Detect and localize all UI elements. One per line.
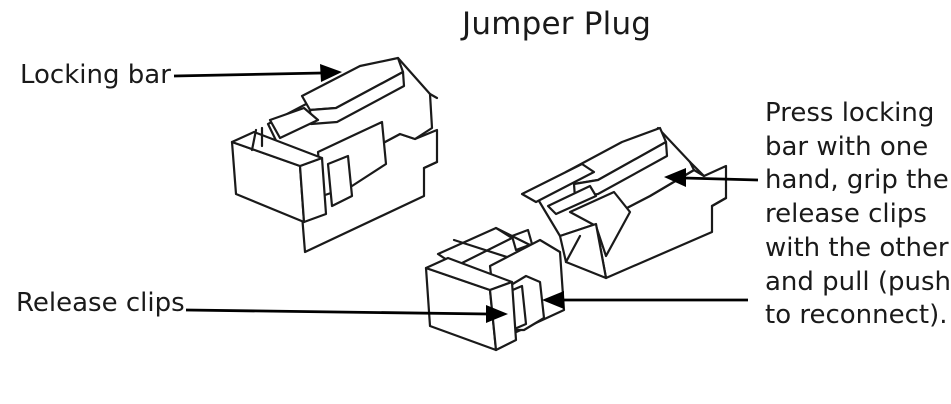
instruction-arrow-lower-head [542,291,564,309]
connected-plug [230,56,439,254]
locking-bar-arrow [173,71,323,78]
release-clips-label: Release clips [16,288,185,318]
back-half-detail-lines [564,160,728,264]
instruction-arrow-upper-head [664,168,686,187]
release-clips-arrow [185,308,489,316]
plug-tab-lower [268,106,320,140]
back-half-tab [520,162,596,204]
release-clips-arrowhead [486,305,508,323]
instruction-arrow-upper [683,176,759,182]
back-half-skirt [558,222,608,280]
callout-arrows [173,64,759,323]
release-clip-connected-face [326,154,354,208]
instruction-line: Press locking [765,98,935,128]
back-half-clip-slot [568,190,632,258]
instruction-line: release clips [765,199,927,230]
instructions-text: Press locking bar with one hand, grip th… [765,97,951,333]
instruction-line: bar with one [765,131,929,162]
instruction-line: with the other [765,232,949,263]
back-half-tab-lower [546,184,598,216]
diagram-title: Jumper Plug [462,6,652,42]
plug-front-box-right [298,156,328,224]
plug-detail-lines [250,92,439,170]
separated-plug-back-half [520,126,728,280]
instruction-line: to reconnect). [765,300,948,331]
locking-bar-label: Locking bar [20,60,171,90]
separated-plug-front-half [424,226,566,352]
instruction-line: and pull (push [765,266,951,297]
instruction-line: hand, grip the [765,165,949,196]
locking-bar-arrowhead [320,64,342,82]
